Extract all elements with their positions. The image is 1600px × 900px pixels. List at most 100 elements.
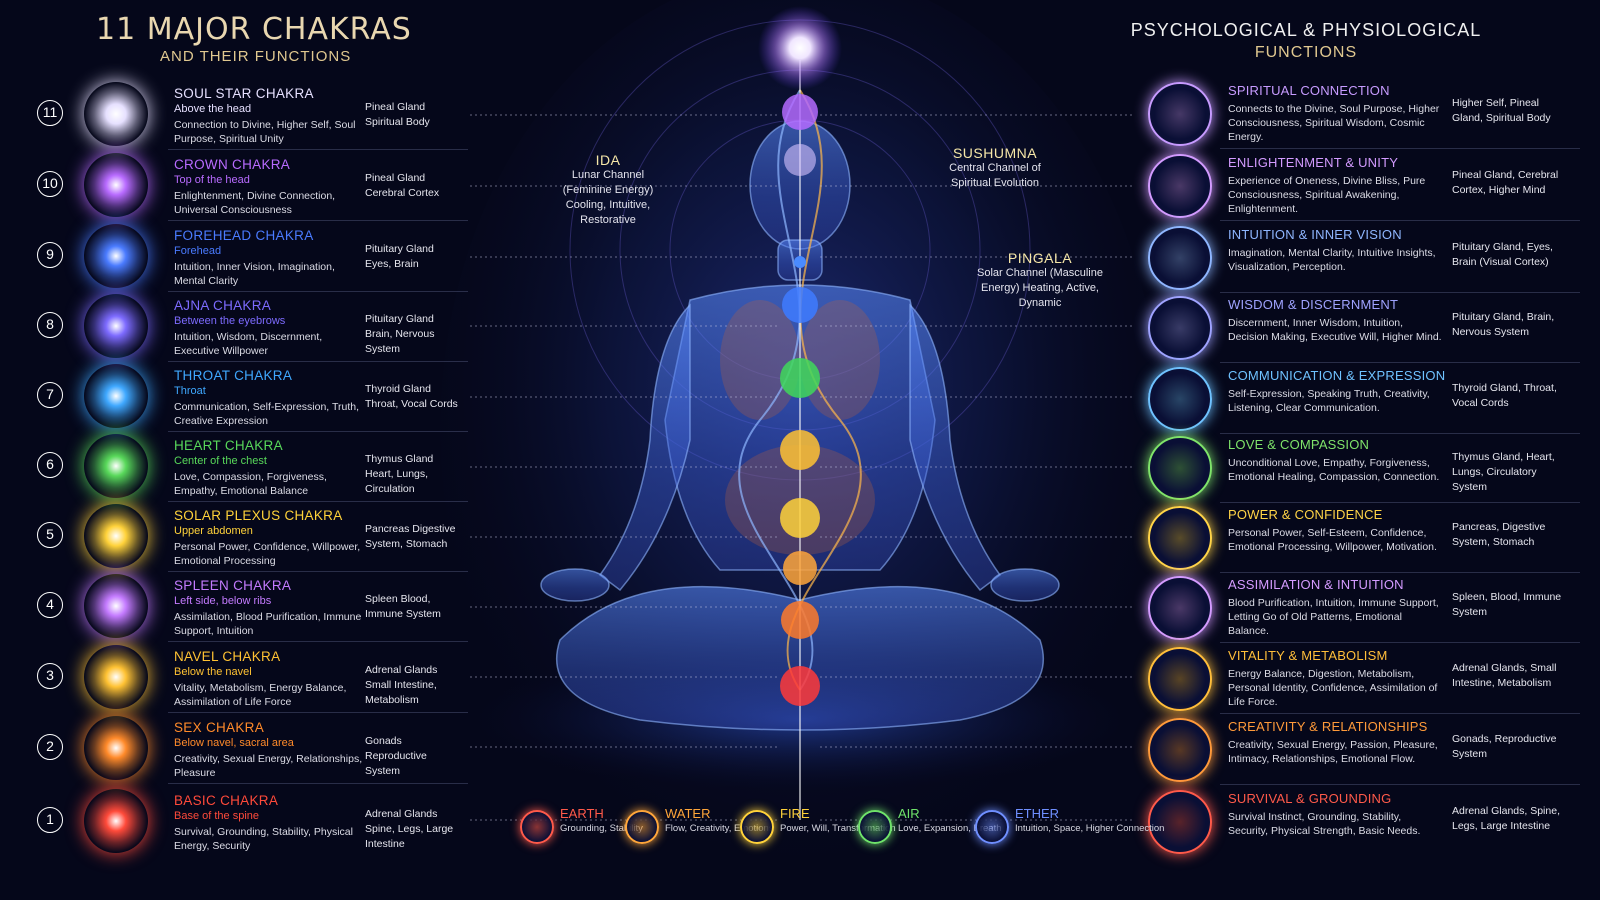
row-divider bbox=[1220, 572, 1580, 573]
row-divider bbox=[168, 291, 468, 292]
element-name: ETHER bbox=[1015, 806, 1060, 821]
element-description: Power, Will, Transformation bbox=[780, 823, 896, 834]
function-name: VITALITY & METABOLISM bbox=[1228, 648, 1388, 663]
chakra-row: 7 THROAT CHAKRA Throat Communication, Se… bbox=[28, 364, 468, 432]
spleen-chakra-icon bbox=[84, 574, 148, 638]
function-name: POWER & CONFIDENCE bbox=[1228, 507, 1383, 522]
lotus-star-icon bbox=[84, 82, 148, 146]
chakra-location: Upper abdomen bbox=[174, 525, 253, 537]
function-description: Creativity, Sexual Energy, Passion, Plea… bbox=[1228, 739, 1438, 765]
chakra-organs: Thyroid Gland Throat, Vocal Cords bbox=[365, 383, 458, 410]
chakra-location: Top of the head bbox=[174, 174, 250, 186]
function-name: SURVIVAL & GROUNDING bbox=[1228, 791, 1392, 806]
air-element-icon bbox=[858, 810, 892, 844]
function-organs: Pituitary Gland, Brain, Nervous System bbox=[1452, 311, 1555, 338]
heart-chakra-icon bbox=[84, 434, 148, 498]
chakra-number: 4 bbox=[37, 592, 63, 618]
chakra-functions: Vitality, Metabolism, Energy Balance, As… bbox=[174, 682, 347, 708]
function-organs: Pituitary Gland, Eyes, Brain (Visual Cor… bbox=[1452, 241, 1553, 268]
row-divider bbox=[168, 712, 468, 713]
function-description: Experience of Oneness, Divine Bliss, Pur… bbox=[1228, 175, 1426, 215]
element-item: FIRE Power, Will, Transformation bbox=[740, 806, 896, 852]
element-name: FIRE bbox=[780, 806, 810, 821]
throat-chakra-icon bbox=[84, 364, 148, 428]
element-item: EARTH Grounding, Stability bbox=[520, 806, 643, 852]
chakra-name: HEART CHAKRA bbox=[174, 438, 283, 453]
chakra-number: 1 bbox=[37, 807, 63, 833]
chakra-functions: Creativity, Sexual Energy, Relationships… bbox=[174, 753, 363, 779]
head-profile-icon bbox=[1148, 367, 1212, 431]
crown-chakra-icon bbox=[84, 153, 148, 217]
chakra-number: 8 bbox=[37, 312, 63, 338]
chakra-name: SOUL STAR CHAKRA bbox=[174, 86, 314, 101]
row-divider bbox=[168, 361, 468, 362]
drop-icon bbox=[1148, 576, 1212, 640]
row-divider bbox=[1220, 433, 1580, 434]
chakra-functions: Intuition, Wisdom, Discernment, Executiv… bbox=[174, 331, 323, 357]
chakra-location: Between the eyebrows bbox=[174, 315, 286, 327]
chakra-name: CROWN CHAKRA bbox=[174, 157, 291, 172]
seated-figure-icon bbox=[1148, 296, 1212, 360]
chakra-functions: Intuition, Inner Vision, Imagination, Me… bbox=[174, 261, 335, 287]
fire-element-icon bbox=[740, 810, 774, 844]
element-name: AIR bbox=[898, 806, 920, 821]
chakra-functions: Communication, Self-Expression, Truth, C… bbox=[174, 401, 359, 427]
chakra-location: Below the navel bbox=[174, 666, 252, 678]
function-row: VITALITY & METABOLISM Energy Balance, Di… bbox=[1140, 645, 1580, 714]
row-divider bbox=[1220, 784, 1580, 785]
function-organs: Thymus Gland, Heart, Lungs, Circulatory … bbox=[1452, 451, 1555, 493]
element-item: AIR Love, Expansion, Breath bbox=[858, 806, 1002, 852]
row-divider bbox=[168, 431, 468, 432]
function-organs: Adrenal Glands, Spine, Legs, Large Intes… bbox=[1452, 805, 1560, 832]
chakra-row: 5 SOLAR PLEXUS CHAKRA Upper abdomen Pers… bbox=[28, 504, 468, 572]
function-name: LOVE & COMPASSION bbox=[1228, 437, 1370, 452]
chakra-organs: Adrenal Glands Spine, Legs, Large Intest… bbox=[365, 808, 454, 850]
chakra-row: 6 HEART CHAKRA Center of the chest Love,… bbox=[28, 434, 468, 502]
chakra-location: Forehead bbox=[174, 245, 222, 257]
row-divider bbox=[1220, 642, 1580, 643]
function-organs: Pancreas, Digestive System, Stomach bbox=[1452, 521, 1546, 548]
chakra-organs: Pineal Gland Spiritual Body bbox=[365, 101, 430, 128]
chakra-name: SEX CHAKRA bbox=[174, 720, 265, 735]
page-subtitle: AND THEIR FUNCTIONS bbox=[160, 48, 352, 65]
circles-icon bbox=[1148, 718, 1212, 782]
pingala-description: Solar Channel (Masculine Energy) Heating… bbox=[977, 267, 1103, 309]
function-name: COMMUNICATION & EXPRESSION bbox=[1228, 368, 1446, 383]
third-eye-icon bbox=[84, 294, 148, 358]
eye-icon bbox=[1148, 226, 1212, 290]
element-item: ETHER Intuition, Space, Higher Connectio… bbox=[975, 806, 1164, 852]
chakra-number: 10 bbox=[37, 171, 63, 197]
chakra-row: 10 CROWN CHAKRA Top of the head Enlighte… bbox=[28, 153, 468, 221]
chakra-location: Above the head bbox=[174, 103, 252, 115]
chakra-name: NAVEL CHAKRA bbox=[174, 649, 281, 664]
function-description: Discernment, Inner Wisdom, Intuition, De… bbox=[1228, 317, 1442, 343]
chakra-row: 4 SPLEEN CHAKRA Left side, below ribs As… bbox=[28, 574, 468, 642]
function-organs: Gonads, Reproductive System bbox=[1452, 733, 1557, 760]
ether-element-icon bbox=[975, 810, 1009, 844]
pingala-title: PINGALA bbox=[1007, 250, 1073, 266]
function-name: INTUITION & INNER VISION bbox=[1228, 227, 1402, 242]
function-description: Energy Balance, Digestion, Metabolism, P… bbox=[1228, 668, 1438, 708]
chakra-row: 1 BASIC CHAKRA Base of the spine Surviva… bbox=[28, 789, 464, 855]
function-description: Unconditional Love, Empathy, Forgiveness… bbox=[1228, 457, 1440, 483]
function-row: POWER & CONFIDENCE Personal Power, Self-… bbox=[1140, 504, 1580, 573]
chakra-name: FOREHEAD CHAKRA bbox=[174, 228, 314, 243]
element-description: Flow, Creativity, Emotions bbox=[665, 823, 774, 834]
row-divider bbox=[1220, 502, 1580, 503]
ida-label: IDA Lunar Channel (Feminine Energy) Cool… bbox=[548, 152, 668, 228]
chakra-number: 11 bbox=[37, 100, 63, 126]
function-row: WISDOM & DISCERNMENT Discernment, Inner … bbox=[1140, 294, 1580, 363]
chakra-organs: Spleen Blood, Immune System bbox=[365, 593, 441, 620]
row-divider bbox=[1220, 220, 1580, 221]
function-row: CREATIVITY & RELATIONSHIPS Creativity, S… bbox=[1140, 716, 1580, 785]
function-row: COMMUNICATION & EXPRESSION Self-Expressi… bbox=[1140, 365, 1580, 434]
chakra-row: 3 NAVEL CHAKRA Below the navel Vitality,… bbox=[28, 645, 468, 713]
ida-title: IDA bbox=[595, 152, 621, 168]
chakra-functions: Enlightenment, Divine Connection, Univer… bbox=[174, 190, 336, 216]
navel-chakra-icon bbox=[84, 645, 148, 709]
element-item: WATER Flow, Creativity, Emotions bbox=[625, 806, 774, 852]
eye-chakra-icon bbox=[84, 224, 148, 288]
function-row: SPIRITUAL CONNECTION Connects to the Div… bbox=[1140, 80, 1580, 149]
chakra-number: 3 bbox=[37, 663, 63, 689]
element-name: EARTH bbox=[560, 806, 604, 821]
